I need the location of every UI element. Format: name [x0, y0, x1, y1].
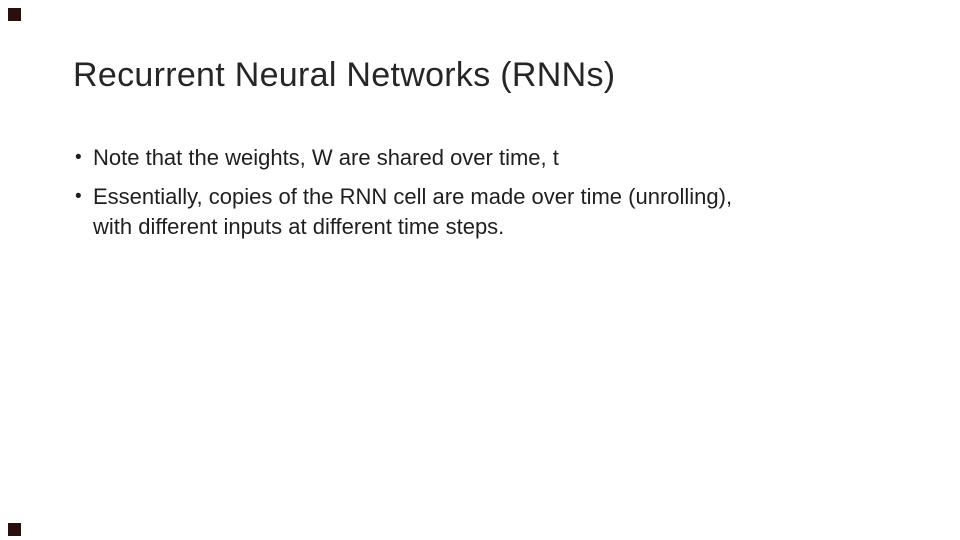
bullet-text-block: Note that the weights, W are shared over… — [93, 143, 905, 173]
bullet-text-block: Essentially, copies of the RNN cell are … — [93, 182, 905, 242]
bullet-list: • Note that the weights, W are shared ov… — [75, 143, 905, 251]
bullet-marker: • — [75, 147, 82, 168]
bullet-item: • Note that the weights, W are shared ov… — [75, 143, 905, 173]
bullet-text: Essentially, copies of the RNN cell are … — [93, 184, 733, 209]
slide-title: Recurrent Neural Networks (RNNs) — [73, 56, 616, 94]
bullet-text: with different inputs at different time … — [93, 214, 505, 239]
bullet-item: • Essentially, copies of the RNN cell ar… — [75, 182, 905, 242]
corner-marker-top-left — [8, 8, 21, 21]
bullet-text: Note that the weights, W are shared over… — [93, 145, 559, 170]
bullet-marker: • — [75, 186, 82, 207]
corner-marker-bottom-left — [8, 523, 21, 536]
